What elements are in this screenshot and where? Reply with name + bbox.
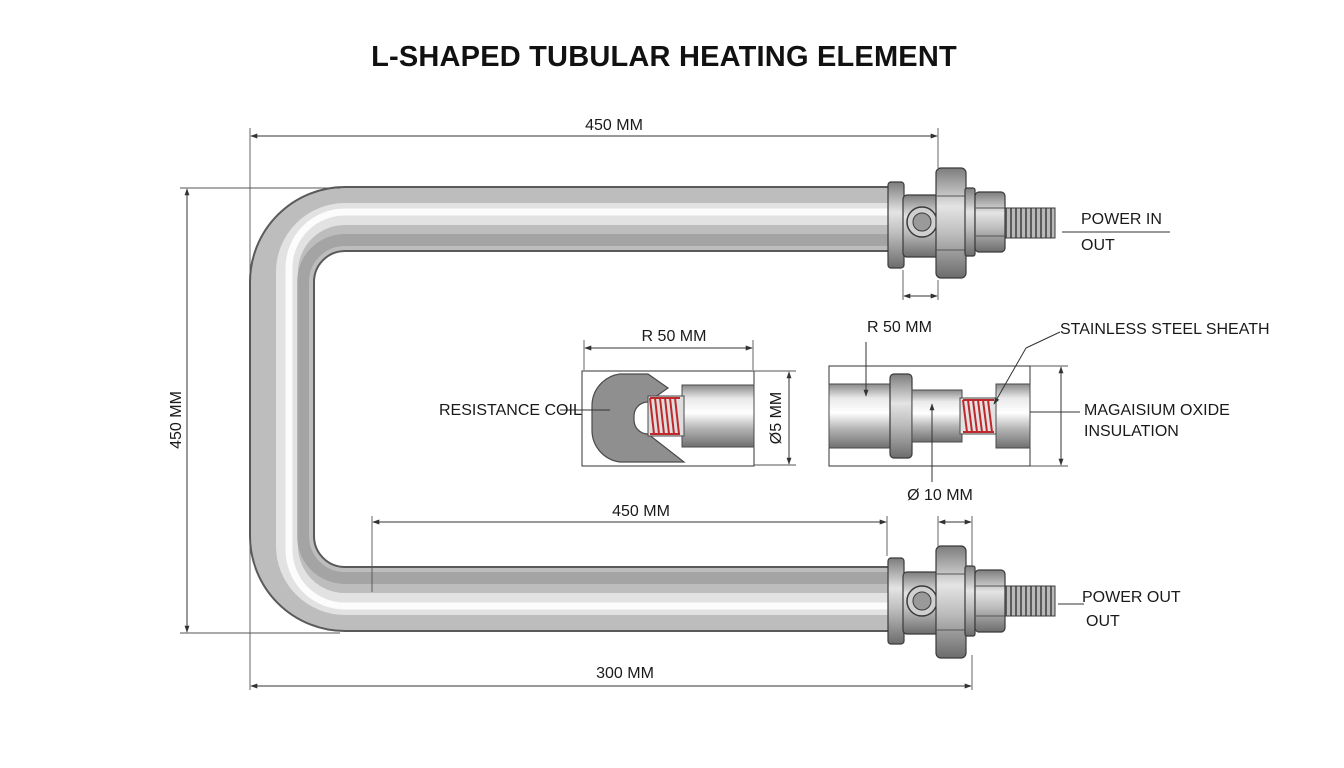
power-out-out-label: OUT xyxy=(1086,613,1120,630)
detail-right-neck xyxy=(911,389,963,443)
dim-overall-length-label: 300 MM xyxy=(596,665,654,682)
top-terminal-lock-nut xyxy=(964,187,976,257)
heating-tube xyxy=(249,186,890,632)
bottom-terminal-outer-nut xyxy=(974,569,1006,633)
diagram-title: L-SHAPED TUBULAR HEATING ELEMENT xyxy=(371,41,957,73)
bottom-terminal xyxy=(887,545,1056,659)
resistance-coil-label: RESISTANCE COIL xyxy=(439,402,582,419)
top-terminal xyxy=(887,167,1056,279)
detail-right-cutaway: R 50 MM Ø 10 MM STAINLESS STEEL SHEATH M… xyxy=(828,319,1270,504)
dim-top-nut-width xyxy=(902,270,939,300)
power-out-label: POWER OUT xyxy=(1082,589,1181,606)
dim-vertical-height-label: 450 MM xyxy=(168,391,185,449)
power-out-callout: POWER OUT OUT xyxy=(1058,589,1181,630)
sheath-label: STAINLESS STEEL SHEATH xyxy=(1060,321,1270,338)
detail-left-bend xyxy=(591,373,686,463)
insulation-label-line2: INSULATION xyxy=(1084,423,1179,440)
bottom-terminal-hex-nut xyxy=(935,545,967,659)
dim-top-length-label: 450 MM xyxy=(585,117,643,134)
dim-top-length: 450 MM xyxy=(249,117,939,690)
insulation-label-line1: MAGAISIUM OXIDE xyxy=(1084,402,1230,419)
bottom-terminal-collar xyxy=(887,557,905,645)
detail-left-tube xyxy=(681,384,755,448)
bottom-terminal-thread xyxy=(1004,585,1056,617)
power-in-out-label: OUT xyxy=(1081,237,1115,254)
detail-right-flange xyxy=(889,373,913,459)
dim-vertical-height: 450 MM xyxy=(168,187,340,634)
top-terminal-hex-nut xyxy=(935,167,967,279)
detail-right-terminal-diameter-label: Ø 10 MM xyxy=(907,487,973,504)
detail-left-resistance-coil xyxy=(649,397,680,435)
detail-left-cutaway: R 50 MM Ø5 MM RESISTANCE COIL xyxy=(439,328,796,467)
detail-right-radius-label: R 50 MM xyxy=(867,319,932,336)
detail-right-tube xyxy=(828,383,892,449)
detail-right-resistance-coil xyxy=(962,399,994,433)
detail-left-diameter-label: Ø5 MM xyxy=(768,392,785,444)
dim-bottom-inner-length: 450 MM xyxy=(371,503,888,592)
top-terminal-collar xyxy=(887,181,905,269)
dim-overall-length: 300 MM xyxy=(250,655,973,690)
top-terminal-outer-nut xyxy=(974,191,1006,253)
power-in-callout: POWER IN OUT xyxy=(1062,211,1170,254)
power-in-label: POWER IN xyxy=(1081,211,1162,228)
detail-left-radius-label: R 50 MM xyxy=(642,328,707,345)
dim-terminal-diameter xyxy=(937,516,973,566)
dim-bottom-inner-length-label: 450 MM xyxy=(612,503,670,520)
bottom-terminal-lock-nut xyxy=(964,565,976,637)
detail-right-end xyxy=(995,383,1031,449)
top-terminal-thread xyxy=(1004,207,1056,239)
